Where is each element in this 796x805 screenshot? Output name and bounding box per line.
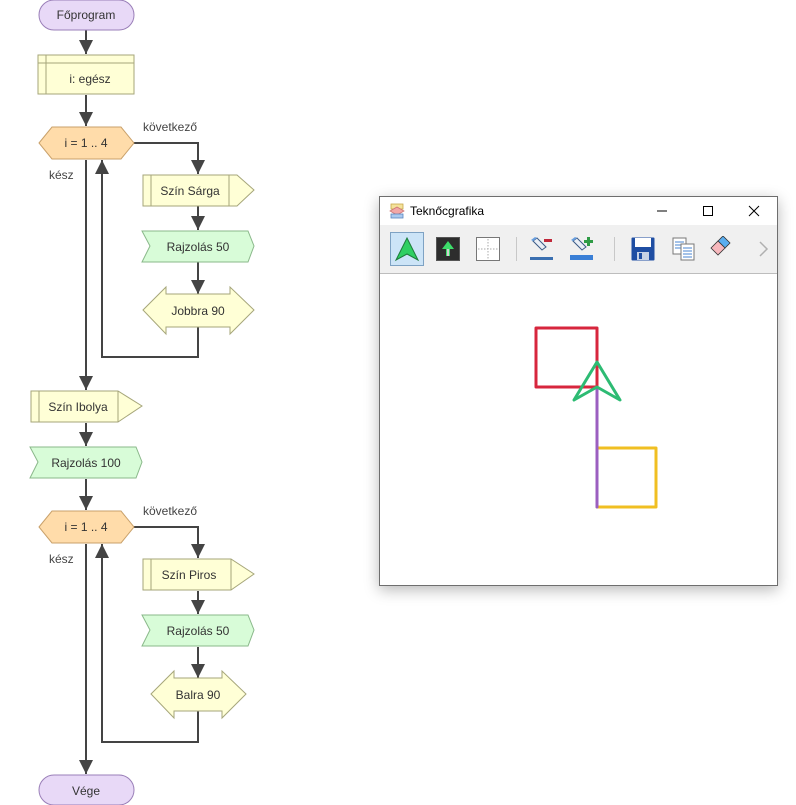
eraser-icon — [710, 236, 731, 256]
loop1-header[interactable]: i = 1 .. 4 — [38, 126, 135, 160]
toolbar-separator — [614, 237, 615, 261]
loop2-header-label: i = 1 .. 4 — [64, 520, 107, 534]
draw-100-block[interactable]: Rajzolás 100 — [29, 446, 143, 479]
toolbar-separator — [516, 237, 517, 261]
start-label: Főprogram — [57, 8, 116, 22]
loop2-color-block[interactable]: Szín Piros — [142, 558, 255, 591]
loop1-header-label: i = 1 .. 4 — [64, 136, 107, 150]
zoom-out-pen-icon — [530, 237, 553, 260]
declaration-block[interactable]: i: egész — [37, 54, 135, 95]
maximize-button[interactable] — [685, 197, 731, 225]
copy-icon — [672, 237, 695, 261]
grid-icon — [476, 237, 500, 261]
title-bar[interactable]: Teknőcgrafika — [380, 197, 777, 225]
loop2-draw-label: Rajzolás 50 — [167, 624, 230, 638]
show-turtle-icon — [436, 237, 460, 261]
end-label: Vége — [72, 784, 100, 798]
flowchart: Főprogram i: egész i = 1 .. 4 következő … — [29, 0, 255, 805]
end-terminal[interactable]: Vége — [38, 774, 135, 805]
draw-100-label: Rajzolás 100 — [51, 456, 121, 470]
turtle-drawing — [534, 326, 658, 509]
loop1-turn-block[interactable]: Jobbra 90 — [142, 285, 255, 336]
zoom-in-pen-icon — [570, 237, 593, 260]
turtle-arrow-button[interactable] — [390, 232, 424, 266]
turtle-cursor-icon — [572, 360, 622, 402]
loop1-next-label: következő — [143, 120, 197, 134]
grid-button[interactable] — [471, 232, 505, 266]
maximize-icon — [703, 206, 713, 216]
save-button[interactable] — [626, 232, 660, 266]
loop2-next-label: következő — [143, 504, 197, 518]
loop1-done-label: kész — [49, 168, 74, 182]
close-icon — [748, 205, 760, 217]
declaration-label: i: egész — [69, 72, 110, 86]
start-terminal[interactable]: Főprogram — [38, 0, 135, 31]
pen-thinner-button[interactable] — [525, 232, 559, 266]
drawing-canvas[interactable] — [380, 274, 777, 585]
chevron-right-icon — [759, 241, 769, 257]
show-turtle-button[interactable] — [431, 232, 465, 266]
minimize-button[interactable] — [639, 197, 685, 225]
yellow-square — [595, 446, 658, 509]
window-title: Teknőcgrafika — [410, 204, 485, 218]
loop2-done-label: kész — [49, 552, 74, 566]
loop2-draw-block[interactable]: Rajzolás 50 — [141, 614, 255, 647]
color-violet-block[interactable]: Szín Ibolya — [30, 390, 143, 423]
loop1-color-label: Szín Sárga — [160, 184, 220, 198]
loop2-turn-label: Balra 90 — [176, 688, 221, 702]
color-violet-label: Szín Ibolya — [48, 400, 108, 414]
loop1-color-block[interactable]: Szín Sárga — [142, 174, 255, 207]
toolbar — [380, 225, 777, 274]
pen-thicker-button[interactable] — [565, 232, 599, 266]
loop1-turn-label: Jobbra 90 — [171, 304, 225, 318]
minimize-icon — [657, 210, 667, 212]
turtle-arrow-icon — [394, 236, 420, 262]
close-button[interactable] — [731, 197, 777, 225]
loop2-header[interactable]: i = 1 .. 4 — [38, 510, 135, 544]
toolbar-overflow-button[interactable] — [752, 232, 774, 266]
red-square — [534, 326, 599, 389]
loop2-turn-block[interactable]: Balra 90 — [150, 669, 247, 720]
loop1-draw-block[interactable]: Rajzolás 50 — [141, 230, 255, 263]
copy-button[interactable] — [667, 232, 701, 266]
loop2-color-label: Szín Piros — [162, 568, 217, 582]
save-icon — [631, 237, 655, 261]
app-icon — [389, 203, 405, 219]
clear-button[interactable] — [706, 232, 740, 266]
loop1-draw-label: Rajzolás 50 — [167, 240, 230, 254]
turtle-graphics-window: Teknőcgrafika — [379, 196, 778, 586]
